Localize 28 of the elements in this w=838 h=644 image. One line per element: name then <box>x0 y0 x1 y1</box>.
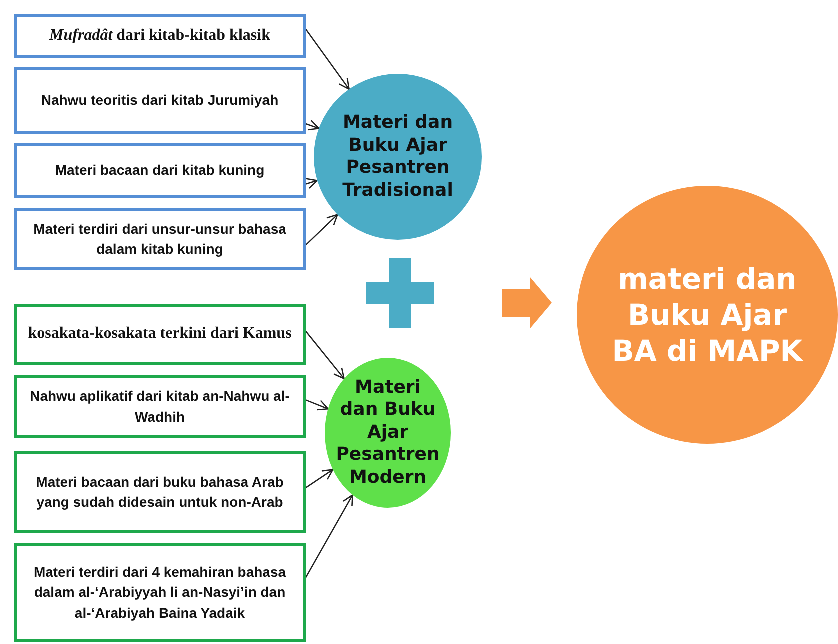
text-box <box>14 451 306 533</box>
node-text: Materi terdiri dari 4 kemahiran bahasa dalam al-‘Arabiyyah li an-Nasyi’in dan al-‘Arabiyah Baina Yadaik <box>32 563 288 623</box>
node-text: Materi bacaan dari buku bahasa Arab yang sudah didesain untuk non-Arab <box>35 472 285 512</box>
node-title: Materi dan Buku Ajar Pesantren Tradisional <box>342 112 454 202</box>
node-title: Materi dan Buku Ajar Pesantren Modern <box>335 376 441 490</box>
arrow <box>306 469 334 488</box>
arrow <box>306 400 329 411</box>
text-box <box>14 208 306 270</box>
node-text: kosakata-kosakata terkini dari Kamus <box>28 324 292 344</box>
text-box <box>14 143 306 198</box>
text-box <box>14 304 306 365</box>
node-title: materi dan Buku Ajar BA di MAPK <box>611 260 804 370</box>
text-box <box>14 14 306 58</box>
arrow <box>306 214 338 246</box>
arrow <box>305 494 354 578</box>
node-text: Mufradât dari kitab-kitab klasik <box>50 26 270 46</box>
node-text: Materi terdiri dari unsur-unsur bahasa dalam kitab kuning <box>32 220 288 259</box>
arrow <box>305 29 350 90</box>
node-text: Nahwu aplikatif dari kitab an-Nahwu al-Wadhih <box>29 387 291 426</box>
arrow <box>306 331 345 380</box>
block-arrow <box>502 277 552 329</box>
text-box <box>14 67 306 134</box>
arrow <box>306 120 320 131</box>
node-text: Nahwu teoritis dari kitab Jurumiyah <box>41 91 279 110</box>
text-box <box>14 375 306 438</box>
node-text: Materi bacaan dari kitab kuning <box>55 161 265 180</box>
text-box <box>14 543 306 642</box>
arrow <box>306 178 318 190</box>
